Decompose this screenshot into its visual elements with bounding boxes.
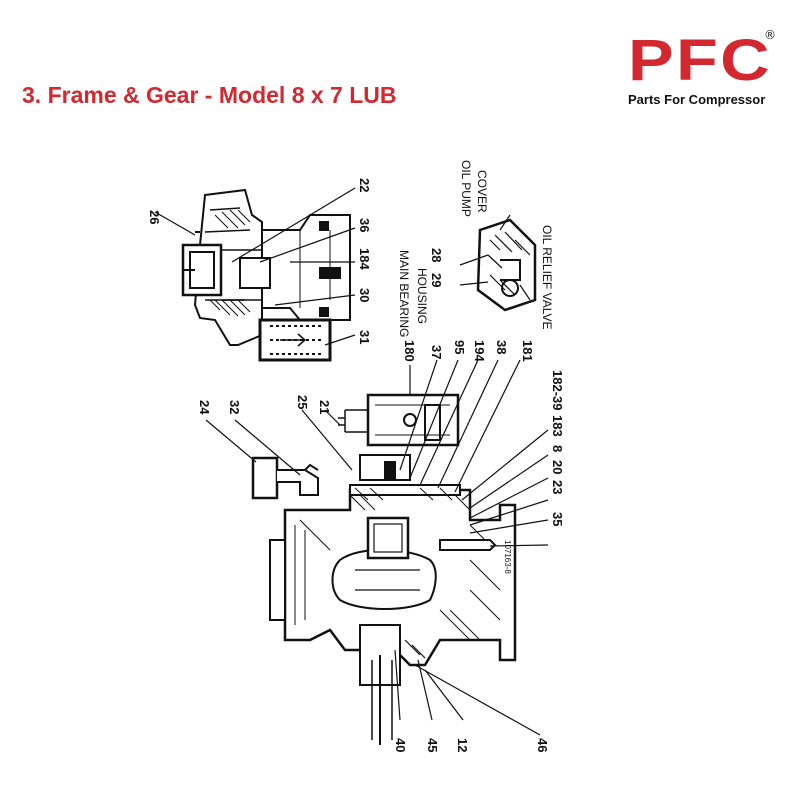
frame-and-crankshaft <box>269 488 517 745</box>
callout-26: 26 <box>147 210 162 224</box>
callout-labels: 26 22 36 184 30 31 180 37 95 194 38 181 … <box>147 160 565 752</box>
callout-23: 23 <box>550 480 565 494</box>
callout-45: 45 <box>425 738 440 752</box>
callout-182-39: 182-39 <box>550 370 565 410</box>
caption-cover: COVER <box>475 170 489 213</box>
leader-lines <box>154 187 549 736</box>
callout-46: 46 <box>535 738 550 752</box>
callout-38: 38 <box>494 340 509 354</box>
logo-tagline: Parts For Compressor <box>628 92 766 107</box>
callout-22: 22 <box>357 178 372 192</box>
callout-32: 32 <box>227 400 242 414</box>
callout-8: 8 <box>550 445 565 452</box>
logo-wordmark: PFC <box>628 28 772 93</box>
callout-24: 24 <box>197 400 212 415</box>
callout-12: 12 <box>455 738 470 752</box>
pfc-logo: PFC ® Parts For Compressor <box>628 28 778 118</box>
callout-20: 20 <box>550 460 565 474</box>
callout-29: 29 <box>429 273 444 287</box>
callout-37: 37 <box>429 345 444 359</box>
page-title: 3. Frame & Gear - Model 8 x 7 LUB <box>22 82 397 108</box>
callout-180: 180 <box>402 340 417 362</box>
caption-housing: HOUSING <box>415 268 429 324</box>
callout-25: 25 <box>295 395 310 409</box>
registered-mark: ® <box>764 28 776 42</box>
callout-95: 95 <box>452 340 467 354</box>
callout-40: 40 <box>393 738 408 752</box>
breather-fitting <box>251 456 319 500</box>
callout-28: 28 <box>429 248 444 262</box>
callout-31: 31 <box>357 330 372 344</box>
caption-oil-relief-valve: OIL RELIEF VALVE <box>540 225 554 329</box>
callout-181: 181 <box>520 340 535 362</box>
caption-oil-pump: OIL PUMP <box>459 160 473 217</box>
drawing-stamp: 107163-8 <box>503 540 512 574</box>
callout-36: 36 <box>357 218 372 232</box>
caption-main-bearing: MAIN BEARING <box>397 250 411 337</box>
oil-pump-cover-detail <box>476 218 537 312</box>
callout-35: 35 <box>550 512 565 526</box>
callout-183: 183 <box>550 415 565 437</box>
bearing-housing-detail <box>181 188 351 362</box>
oil-pump-assembly <box>338 393 461 501</box>
callout-194: 194 <box>472 340 487 362</box>
callout-184: 184 <box>357 248 372 270</box>
callout-21: 21 <box>317 400 332 414</box>
callout-30: 30 <box>357 288 372 302</box>
